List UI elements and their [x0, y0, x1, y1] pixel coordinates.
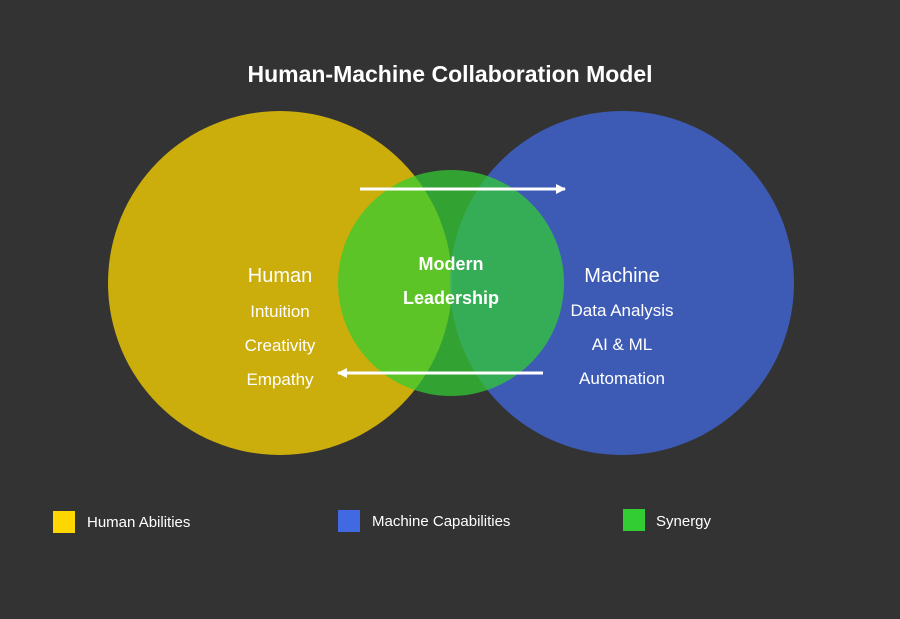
legend-swatch-synergy — [623, 509, 645, 531]
legend-swatch-human — [53, 511, 75, 533]
legend-label: Human Abilities — [87, 514, 190, 531]
legend-label: Machine Capabilities — [372, 513, 510, 530]
synergy-circle — [338, 170, 564, 396]
legend: Human Abilities Machine Capabilities Syn… — [53, 509, 712, 533]
machine-item: Automation — [579, 369, 665, 388]
center-label-line1: Modern — [419, 254, 484, 274]
diagram-title: Human-Machine Collaboration Model — [247, 61, 652, 87]
human-heading: Human — [248, 265, 312, 287]
machine-item: AI & ML — [592, 335, 652, 354]
human-circle — [108, 111, 452, 455]
machine-item: Data Analysis — [571, 301, 674, 320]
center-label-line2: Leadership — [403, 288, 499, 308]
machine-circle — [450, 111, 794, 455]
human-item: Intuition — [250, 302, 310, 321]
legend-swatch-machine — [338, 510, 360, 532]
machine-heading: Machine — [584, 265, 660, 287]
legend-label: Synergy — [656, 513, 712, 530]
human-item: Creativity — [245, 336, 316, 355]
human-item: Empathy — [246, 370, 314, 389]
